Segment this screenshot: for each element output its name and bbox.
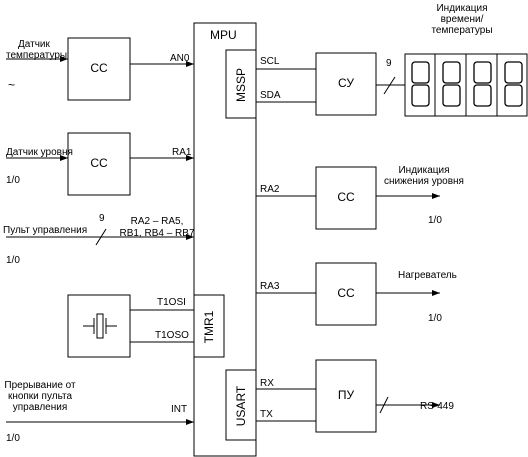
- level-indication-label-1: Индикация: [398, 165, 450, 176]
- display-title-1: Индикация: [436, 3, 488, 14]
- port-t1oso: T1OSO: [155, 330, 189, 341]
- rs449-label: RS-449: [420, 401, 454, 412]
- port-tx: TX: [260, 409, 273, 420]
- pu-box: [315, 359, 377, 433]
- interrupt-label-3: управления: [12, 402, 68, 413]
- cc-temp-label: СС: [90, 61, 108, 75]
- display-title-2: времени/: [440, 14, 484, 25]
- port-int: INT: [171, 404, 188, 415]
- cc-level-label: СС: [90, 156, 108, 170]
- su-label: СУ: [338, 76, 354, 90]
- interrupt-io: 1/0: [6, 433, 20, 444]
- port-sda: SDA: [260, 90, 281, 101]
- level-indication-io: 1/0: [428, 215, 442, 226]
- mpu-block: [193, 22, 257, 457]
- crystal-box: [67, 294, 131, 358]
- temp-sensor-label-1: Датчик: [18, 39, 50, 50]
- cc-level-ind-label: СС: [337, 190, 355, 204]
- interrupt-label-1: Прерывание от: [4, 380, 76, 391]
- usart-label: USART: [234, 385, 248, 427]
- tmr1-label: TMR1: [202, 310, 216, 344]
- bus-count-label: 9: [99, 213, 105, 224]
- level-sensor-io: 1/0: [6, 175, 20, 186]
- mpu-label: MPU: [210, 28, 237, 42]
- port-an0: AN0: [170, 53, 190, 64]
- control-panel-label: Пульт управления: [3, 225, 88, 236]
- display-bus-count: 9: [386, 58, 392, 69]
- cc-box-level-ind: [315, 166, 377, 230]
- pu-label: ПУ: [337, 388, 355, 402]
- control-panel-io: 1/0: [6, 255, 20, 266]
- port-ra3: RA3: [260, 281, 280, 292]
- temp-sensor-label-2: температуры: [6, 50, 68, 61]
- port-ra1: RA1: [172, 147, 192, 158]
- port-scl: SCL: [260, 56, 280, 67]
- cc-box-heater: [315, 262, 377, 326]
- heater-io: 1/0: [428, 313, 442, 324]
- heater-label: Нагреватель: [398, 270, 457, 281]
- ac-tilde: ~: [8, 78, 16, 92]
- cc-heater-label: СС: [337, 286, 355, 300]
- display-title-3: температуры: [431, 25, 493, 36]
- port-rx: RX: [260, 378, 274, 389]
- tmr1-block: [193, 294, 225, 358]
- bus-label-b: RB1, RB4 – RB7: [119, 228, 195, 239]
- level-sensor-label: Датчик уровня: [6, 147, 73, 158]
- cc-box-temp: [67, 37, 131, 101]
- level-indication-label-2: снижения уровня: [384, 176, 464, 187]
- su-box: [315, 52, 377, 116]
- port-t1osi: T1OSI: [157, 297, 186, 308]
- bus-label-a: RA2 – RA5,: [130, 216, 184, 227]
- interrupt-label-2: кнопки пульта: [7, 391, 73, 402]
- cc-box-level: [67, 132, 131, 196]
- usart-block: [225, 369, 257, 441]
- port-ra2: RA2: [260, 184, 280, 195]
- mssp-block: [225, 49, 257, 119]
- mssp-label: MSSP: [234, 68, 248, 103]
- display-digits: [411, 61, 523, 107]
